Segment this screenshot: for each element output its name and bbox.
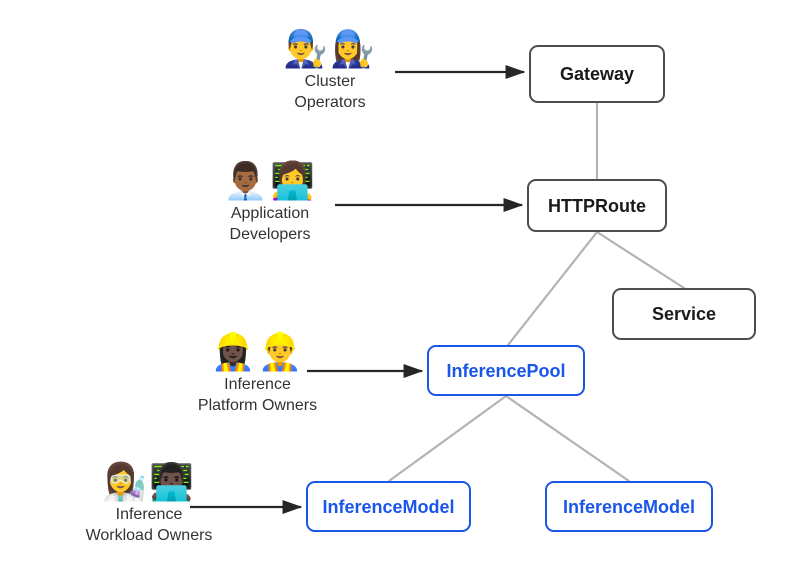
man-mechanic-icon-and-woman-mechanic-icon: 👨‍🔧👩‍🔧 <box>283 29 377 70</box>
connector-inferencepool-to-model1 <box>387 394 508 483</box>
node-label-gateway: Gateway <box>559 64 635 84</box>
persona-label-application-developers: Application Developers <box>229 205 311 243</box>
persona-inference-platform-owners: 👷🏿‍♀️👷‍♂️Inference Platform Owners <box>170 332 345 416</box>
persona-label-inference-workload-owners: Inference Workload Owners <box>85 506 213 544</box>
connector-httproute-to-inferencepool <box>506 230 599 347</box>
woman-scientist-icon-and-man-technologist-icon: 👩‍🔬👨🏿‍💻 <box>102 462 196 503</box>
woman-construction-worker-icon-and-man-construction-worker-icon: 👷🏿‍♀️👷‍♂️ <box>210 332 305 373</box>
connector-httproute-to-service <box>595 230 686 290</box>
connector-inferencepool-to-model2 <box>504 394 631 483</box>
persona-application-developers: 👨🏾‍💼👩‍💻Application Developers <box>205 161 335 245</box>
node-inferencepool[interactable]: InferencePool <box>427 345 585 396</box>
node-inferencemodel2[interactable]: InferenceModel <box>545 481 713 532</box>
node-httproute[interactable]: HTTPRoute <box>527 179 667 232</box>
persona-label-inference-platform-owners: Inference Platform Owners <box>197 376 318 414</box>
node-inferencemodel1[interactable]: InferenceModel <box>306 481 471 532</box>
node-label-inferencemodel2: InferenceModel <box>562 496 696 517</box>
node-gateway[interactable]: Gateway <box>529 45 665 103</box>
node-service[interactable]: Service <box>612 288 756 340</box>
persona-inference-workload-owners: 👩‍🔬👨🏿‍💻Inference Workload Owners <box>60 462 238 546</box>
man-office-worker-icon-and-woman-technologist-icon: 👨🏾‍💼👩‍💻 <box>223 161 317 202</box>
node-label-service: Service <box>651 304 717 324</box>
node-label-inferencepool: InferencePool <box>446 360 566 381</box>
persona-label-cluster-operators: Cluster Operators <box>294 73 366 111</box>
node-label-httproute: HTTPRoute <box>548 195 646 216</box>
persona-cluster-operators: 👨‍🔧👩‍🔧Cluster Operators <box>265 29 395 113</box>
node-label-inferencemodel1: InferenceModel <box>322 496 455 517</box>
persona-arrows <box>190 64 526 515</box>
